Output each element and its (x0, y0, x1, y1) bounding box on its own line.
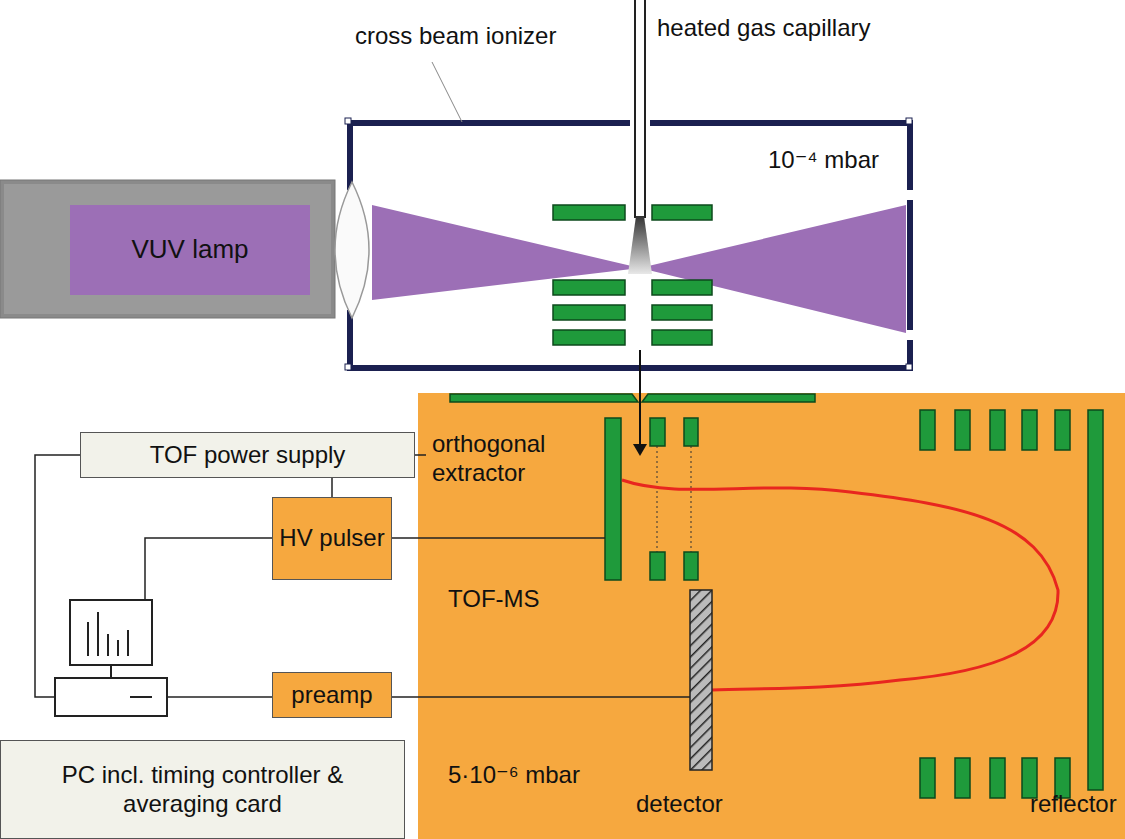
wire-connector (332, 478, 333, 497)
node-text: HV pulser (279, 524, 384, 553)
ionizer-chamber-box: 10⁻⁴ mbar (348, 122, 912, 370)
part-label: cross beam ionizer (355, 22, 556, 51)
interface-plate (450, 394, 815, 402)
node-text: preamp (291, 681, 372, 710)
ionizer-chamber (350, 123, 910, 368)
part-label: heated gas capillary (657, 14, 870, 43)
part-label: reflector (1030, 790, 1117, 819)
lamp-box: VUV lamp (70, 205, 310, 295)
ion-lens-electrodes (553, 205, 712, 345)
leader-line (432, 62, 462, 122)
gas-capillary (635, 0, 645, 218)
part-label: detector (636, 790, 723, 819)
part-label: orthogonal extractor (432, 430, 592, 488)
node-text: TOF-MS (448, 585, 540, 614)
node-text: PC incl. timing controller & averaging c… (49, 761, 356, 819)
ion-trajectory (622, 480, 1058, 690)
vuv-beam (640, 205, 906, 333)
node-text: TOF power supply (150, 441, 346, 470)
extractor-electrodes (605, 418, 698, 580)
node-text: 5·10⁻⁶ mbar (448, 761, 580, 790)
wire (35, 455, 690, 697)
lamp-housing (0, 180, 335, 318)
computer-icon (55, 600, 167, 716)
node-text: VUV lamp (131, 234, 248, 265)
tof-region (418, 393, 1125, 839)
pc-box: PC incl. timing controller & averaging c… (0, 740, 405, 839)
power-supply-box: TOF power supply (80, 432, 415, 478)
pulser-box: HV pulser (272, 497, 392, 580)
node-text: 10⁻⁴ mbar (768, 146, 879, 175)
vuv-beam (372, 205, 640, 300)
gas-plume (628, 216, 652, 274)
preamp-box: preamp (272, 672, 392, 718)
reflector-electrodes (920, 410, 1103, 798)
detector-plate (690, 590, 712, 770)
lens (335, 182, 369, 318)
